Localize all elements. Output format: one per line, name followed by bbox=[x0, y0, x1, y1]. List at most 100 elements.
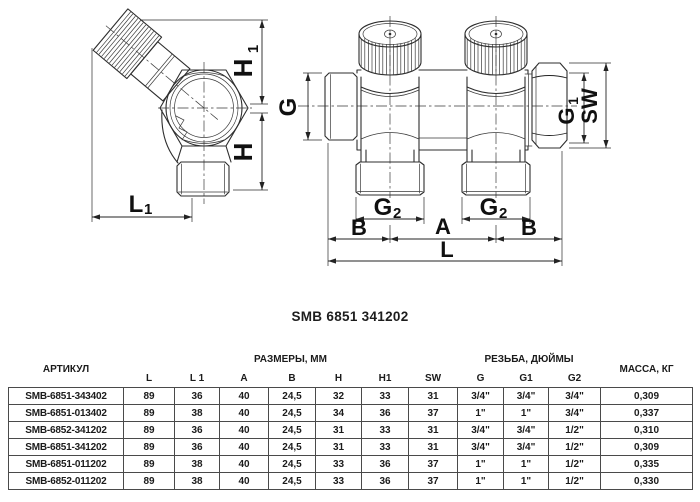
value-cell: 1" bbox=[503, 404, 550, 422]
value-cell: 37 bbox=[407, 404, 459, 422]
column-header: G2 bbox=[567, 373, 582, 384]
value-cell: 40 bbox=[219, 472, 269, 490]
article-cell: SMB-6851-343402 bbox=[8, 387, 124, 405]
dim-label-g2-left-sub: 2 bbox=[393, 205, 401, 222]
value-cell: 38 bbox=[174, 472, 220, 490]
value-cell: 24,5 bbox=[268, 455, 316, 473]
value-cell: 3/4" bbox=[503, 421, 550, 439]
column-header: SW bbox=[424, 373, 442, 384]
value-cell: 31 bbox=[407, 387, 459, 405]
dim-label-g: G bbox=[275, 98, 302, 117]
value-cell: 89 bbox=[123, 438, 175, 456]
header-article: АРТИКУЛ bbox=[42, 363, 90, 375]
dim-label-g1: G bbox=[554, 107, 579, 124]
value-cell: 36 bbox=[361, 455, 409, 473]
dim-label-l: L bbox=[440, 237, 453, 262]
value-cell: 24,5 bbox=[268, 404, 316, 422]
value-cell: 24,5 bbox=[268, 387, 316, 405]
value-cell: 1" bbox=[457, 455, 505, 473]
dim-label-a: A bbox=[435, 214, 451, 239]
value-cell: 38 bbox=[174, 404, 220, 422]
column-header: A bbox=[240, 373, 248, 384]
dim-label-b-left: B bbox=[351, 215, 367, 240]
value-cell: 0,330 bbox=[600, 472, 694, 490]
technical-drawing: H 1 H L 1 bbox=[91, 8, 611, 266]
value-cell: 24,5 bbox=[268, 472, 316, 490]
value-cell: 40 bbox=[219, 387, 269, 405]
value-cell: 1" bbox=[503, 472, 550, 490]
dim-label-h1-sub: 1 bbox=[245, 45, 262, 53]
value-cell: 24,5 bbox=[268, 421, 316, 439]
value-cell: 89 bbox=[123, 455, 175, 473]
value-cell: 1/2" bbox=[548, 472, 602, 490]
dim-label-l1-sub: 1 bbox=[144, 201, 152, 218]
value-cell: 1" bbox=[503, 455, 550, 473]
value-cell: 40 bbox=[219, 438, 269, 456]
dim-label-h1: H bbox=[228, 59, 258, 78]
value-cell: 36 bbox=[361, 404, 409, 422]
value-cell: 37 bbox=[407, 472, 459, 490]
value-cell: 31 bbox=[407, 438, 459, 456]
spec-table: АРТИКУЛ РАЗМЕРЫ, ММ РЕЗЬБА, ДЮЙМЫ МАССА,… bbox=[8, 351, 694, 490]
value-cell: 31 bbox=[315, 438, 362, 456]
value-cell: 89 bbox=[123, 387, 175, 405]
article-cell: SMB-6852-011202 bbox=[8, 472, 124, 490]
value-cell: 0,337 bbox=[600, 404, 694, 422]
value-cell: 31 bbox=[407, 421, 459, 439]
value-cell: 40 bbox=[219, 421, 269, 439]
column-header: L 1 bbox=[189, 373, 205, 384]
value-cell: 33 bbox=[361, 421, 409, 439]
value-cell: 33 bbox=[361, 438, 409, 456]
value-cell: 3/4" bbox=[457, 387, 505, 405]
column-header: H bbox=[334, 373, 343, 384]
column-header: L bbox=[145, 373, 153, 384]
value-cell: 36 bbox=[174, 387, 220, 405]
value-cell: 31 bbox=[315, 421, 362, 439]
value-cell: 0,310 bbox=[600, 421, 694, 439]
dim-label-sw: SW bbox=[577, 88, 602, 124]
value-cell: 33 bbox=[315, 455, 362, 473]
value-cell: 33 bbox=[315, 472, 362, 490]
value-cell: 34 bbox=[315, 404, 362, 422]
value-cell: 0,309 bbox=[600, 438, 694, 456]
value-cell: 3/4" bbox=[457, 421, 505, 439]
value-cell: 3/4" bbox=[548, 404, 602, 422]
header-thread-group: РЕЗЬБА, ДЮЙМЫ bbox=[484, 353, 574, 365]
value-cell: 0,335 bbox=[600, 455, 694, 473]
column-header: G1 bbox=[519, 373, 533, 384]
value-cell: 89 bbox=[123, 404, 175, 422]
value-cell: 1" bbox=[457, 472, 505, 490]
value-cell: 36 bbox=[174, 438, 220, 456]
drawing-side-view: H 1 H L 1 bbox=[91, 8, 268, 222]
dim-label-g2-right: G bbox=[480, 194, 499, 221]
article-cell: SMB-6851-341202 bbox=[8, 438, 124, 456]
value-cell: 1" bbox=[457, 404, 505, 422]
value-cell: 37 bbox=[407, 455, 459, 473]
header-mass: МАССА, КГ bbox=[619, 363, 674, 375]
value-cell: 24,5 bbox=[268, 438, 316, 456]
value-cell: 3/4" bbox=[503, 438, 550, 456]
value-cell: 89 bbox=[123, 421, 175, 439]
dim-label-l1: L bbox=[129, 191, 144, 218]
value-cell: 3/4" bbox=[548, 387, 602, 405]
value-cell: 3/4" bbox=[503, 387, 550, 405]
column-header: H1 bbox=[378, 373, 392, 384]
value-cell: 3/4" bbox=[457, 438, 505, 456]
value-cell: 1/2" bbox=[548, 421, 602, 439]
value-cell: 40 bbox=[219, 404, 269, 422]
value-cell: 33 bbox=[361, 387, 409, 405]
value-cell: 32 bbox=[315, 387, 362, 405]
column-header: B bbox=[288, 373, 296, 384]
value-cell: 1/2" bbox=[548, 455, 602, 473]
dim-label-b-right: B bbox=[521, 215, 537, 240]
article-cell: SMB-6851-011202 bbox=[8, 455, 124, 473]
product-title: SMB 6851 341202 bbox=[291, 309, 409, 324]
